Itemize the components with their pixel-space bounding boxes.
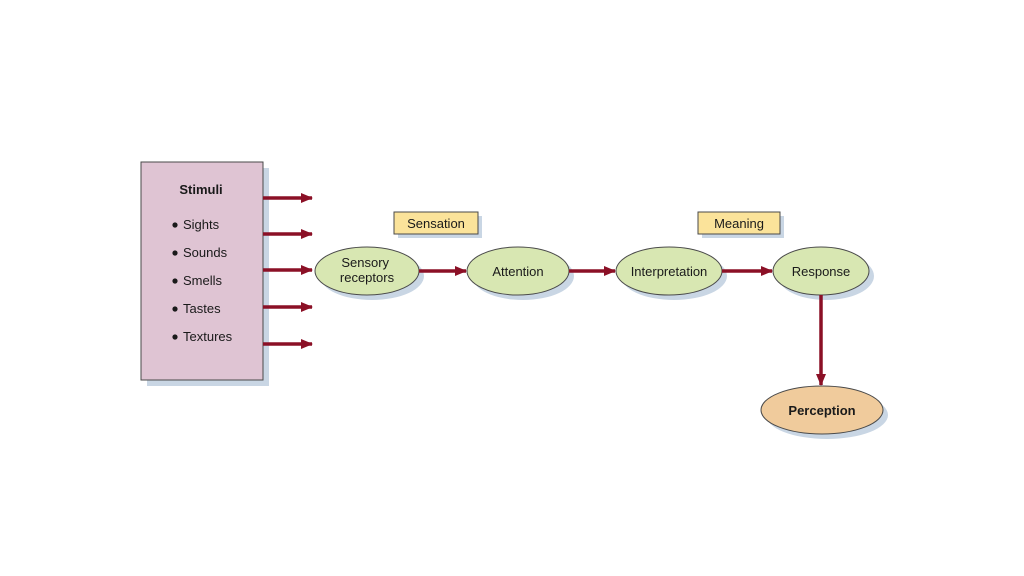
sensory-receptors-node: Sensory receptors: [314, 246, 424, 300]
sensory-receptors-line2: receptors: [340, 270, 395, 285]
stimuli-item-label: Tastes: [183, 301, 221, 316]
sensation-label: Sensation: [393, 211, 482, 238]
interpretation-node: Interpretation: [615, 246, 727, 300]
response-label: Response: [792, 264, 851, 279]
interpretation-label: Interpretation: [631, 264, 708, 279]
stimuli-box: Stimuli Sights Sounds Smells Tastes Text…: [140, 161, 269, 386]
meaning-label-text: Meaning: [714, 216, 764, 231]
sensory-receptors-line1: Sensory: [341, 255, 389, 270]
stimuli-title: Stimuli: [179, 182, 222, 197]
stimuli-item: Sounds: [172, 245, 228, 260]
attention-label: Attention: [492, 264, 543, 279]
stimuli-item: Tastes: [172, 301, 221, 316]
perception-node: Perception: [760, 385, 888, 439]
stimuli-item-label: Sights: [183, 217, 220, 232]
sensation-label-text: Sensation: [407, 216, 465, 231]
stimuli-item-label: Sounds: [183, 245, 228, 260]
meaning-label: Meaning: [697, 211, 784, 238]
sensory-receptors-label: Sensory receptors: [340, 255, 395, 285]
stimuli-arrows: [263, 193, 313, 349]
stimuli-list: Sights Sounds Smells Tastes Textures: [172, 217, 233, 344]
flow-arrows: [419, 266, 826, 386]
response-node: Response: [772, 246, 874, 300]
stimuli-item-label: Smells: [183, 273, 223, 288]
stimuli-item-label: Textures: [183, 329, 233, 344]
perception-label: Perception: [788, 403, 855, 418]
stimuli-item: Smells: [172, 273, 223, 288]
attention-node: Attention: [466, 246, 574, 300]
stimuli-item: Textures: [172, 329, 233, 344]
stimuli-item: Sights: [172, 217, 220, 232]
